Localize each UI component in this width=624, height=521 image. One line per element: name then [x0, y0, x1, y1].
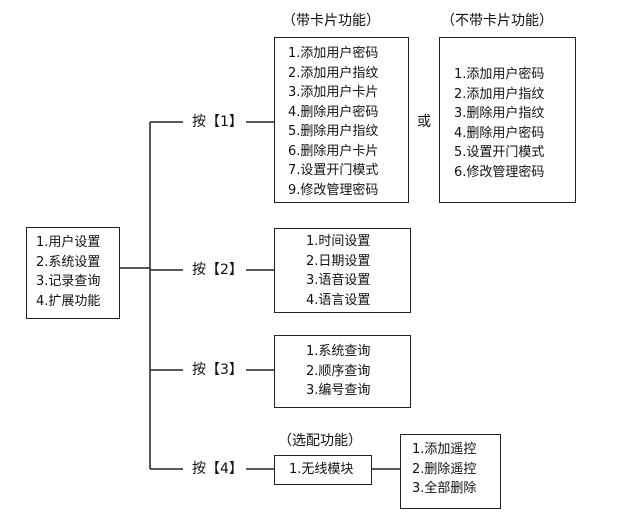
remote-control-item: 3.全部删除 [412, 481, 477, 496]
record-query-box: 1.系统查询 2.顺序查询 3.编号查询 [274, 335, 411, 408]
record-query-item: 3.编号查询 [306, 383, 371, 398]
system-settings-item: 3.语音设置 [306, 273, 371, 288]
with-card-caption: （带卡片功能） [282, 13, 380, 29]
root-item: 4.扩展功能 [36, 293, 101, 309]
without-card-item: 2.添加用户指纹 [454, 86, 545, 102]
branch-3-key-label: 按【3】 [192, 362, 243, 378]
with-card-item: 5.删除用户指纹 [288, 124, 379, 139]
with-card-item: 3.添加用户卡片 [288, 85, 379, 100]
without-card-caption: （不带卡片功能） [441, 13, 553, 29]
root-item: 3.记录查询 [36, 274, 101, 289]
or-label: 或 [417, 114, 431, 130]
with-card-item: 1.添加用户密码 [288, 46, 379, 61]
system-settings-box: 1.时间设置 2.日期设置 3.语音设置 4.语言设置 [274, 228, 411, 313]
branch-1-key-label: 按【1】 [192, 114, 243, 130]
wireless-module-list: 1.无线模块 [289, 460, 371, 480]
without-card-box: 1.添加用户密码 2.添加用户指纹 3.删除用户指纹 4.删除用户密码 5.设置… [439, 37, 576, 203]
system-settings-item: 1.时间设置 [306, 234, 371, 249]
with-card-item: 4.删除用户密码 [288, 104, 379, 120]
remote-control-list: 1.添加遥控 2.删除遥控 3.全部删除 [412, 440, 500, 499]
root-item: 2.系统设置 [36, 254, 101, 270]
without-card-list: 1.添加用户密码 2.添加用户指纹 3.删除用户指纹 4.删除用户密码 5.设置… [454, 65, 575, 182]
system-settings-list: 1.时间设置 2.日期设置 3.语音设置 4.语言设置 [306, 232, 410, 310]
with-card-box: 1.添加用户密码 2.添加用户指纹 3.添加用户卡片 4.删除用户密码 5.删除… [274, 37, 409, 203]
remote-control-item: 1.添加遥控 [412, 442, 477, 457]
branch-2-key-label: 按【2】 [192, 262, 243, 278]
with-card-item: 7.设置开门模式 [288, 163, 379, 178]
root-menu-list: 1.用户设置 2.系统设置 3.记录查询 4.扩展功能 [36, 233, 119, 311]
root-item: 1.用户设置 [36, 235, 101, 250]
branch-4-key-label: 按【4】 [192, 461, 243, 477]
remote-control-item: 2.删除遥控 [412, 461, 477, 477]
with-card-list: 1.添加用户密码 2.添加用户指纹 3.添加用户卡片 4.删除用户密码 5.删除… [288, 44, 408, 200]
root-menu-box: 1.用户设置 2.系统设置 3.记录查询 4.扩展功能 [26, 227, 120, 319]
record-query-list: 1.系统查询 2.顺序查询 3.编号查询 [306, 342, 410, 401]
without-card-item: 5.设置开门模式 [454, 145, 545, 160]
without-card-item: 1.添加用户密码 [454, 67, 545, 82]
wireless-module-item: 1.无线模块 [289, 462, 354, 477]
with-card-item: 9.修改管理密码 [288, 182, 379, 198]
system-settings-item: 4.语言设置 [306, 292, 371, 308]
record-query-item: 1.系统查询 [306, 344, 371, 359]
wireless-module-box: 1.无线模块 [274, 455, 372, 485]
with-card-item: 6.删除用户卡片 [288, 143, 379, 159]
without-card-item: 3.删除用户指纹 [454, 106, 545, 121]
remote-control-box: 1.添加遥控 2.删除遥控 3.全部删除 [400, 434, 501, 509]
system-settings-item: 2.日期设置 [306, 253, 371, 269]
with-card-item: 2.添加用户指纹 [288, 65, 379, 81]
without-card-item: 6.修改管理密码 [454, 164, 545, 180]
record-query-item: 2.顺序查询 [306, 363, 371, 379]
optional-caption: （选配功能） [278, 433, 362, 449]
without-card-item: 4.删除用户密码 [454, 125, 545, 141]
